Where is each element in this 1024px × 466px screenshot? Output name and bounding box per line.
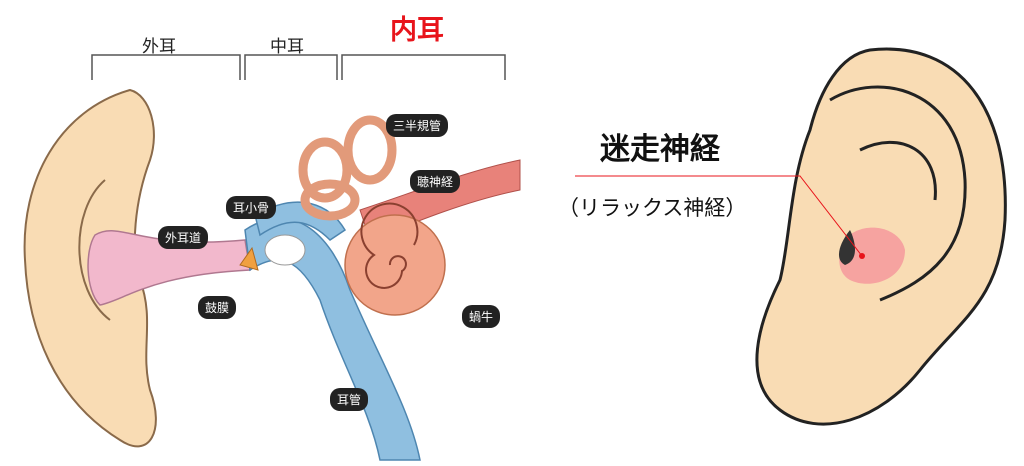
label-cochlea: 蝸牛 — [462, 305, 501, 328]
eustachian-tube — [244, 217, 421, 461]
vagus-area — [839, 227, 905, 284]
section-outer-ear: 外耳 — [142, 37, 176, 57]
label-eustachian-tube: 耳管 — [330, 388, 369, 411]
section-inner-ear: 内耳 — [390, 15, 444, 46]
label-semicircular-canals: 三半規管 — [386, 114, 449, 137]
cochlea-shape — [344, 214, 446, 316]
semicircular-canals — [298, 115, 397, 221]
label-auditory-nerve: 聴神経 — [410, 170, 461, 193]
label-ossicles: 耳小骨 — [226, 196, 277, 219]
label-eardrum: 鼓膜 — [198, 296, 237, 319]
eardrum-shape — [239, 246, 259, 271]
section-middle-ear: 中耳 — [270, 37, 304, 57]
vagus-nerve-subtitle: （リラックス神経） — [558, 196, 747, 220]
vagus-nerve-title: 迷走神経 — [600, 132, 720, 167]
section-brackets — [91, 54, 506, 80]
ear-canal — [87, 229, 251, 306]
label-ear-canal: 外耳道 — [158, 226, 209, 249]
vagus-pointer — [575, 175, 863, 257]
ossicles-shape — [264, 234, 306, 266]
